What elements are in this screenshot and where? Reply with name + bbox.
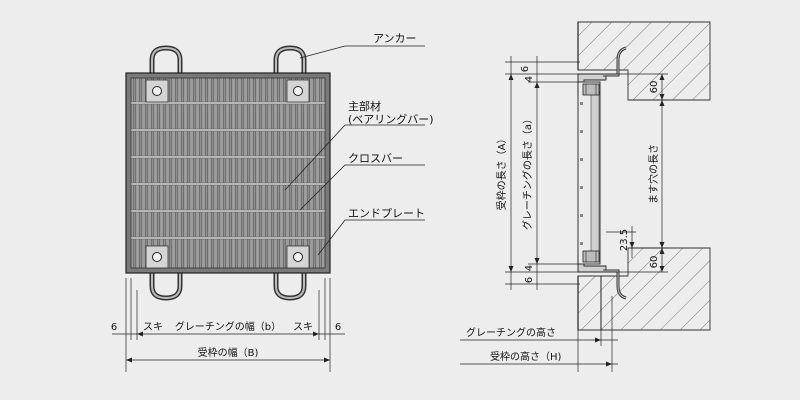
anchor-bottom-right-highlight [275,272,305,300]
dim-grating-width: グレーチングの幅（b） [175,320,281,333]
bearing-bar-section [590,91,600,255]
dim-top-6: 6 [520,66,531,72]
label-end-plate: エンドプレート [348,207,425,220]
label-main-member: 主部材 [348,99,381,113]
dim-clear-right: スキ [293,322,313,333]
dim-clear-left: スキ [143,322,163,333]
anchor-bottom-right [273,272,307,301]
dim-top-60: 60 [649,81,660,94]
dim-six-left: 6 [111,322,117,333]
plan-dimension-lines [112,278,345,372]
cross-bars [130,101,326,240]
section-dimension-lines [460,56,668,372]
label-anchor: アンカー [373,32,417,45]
grating-bars [130,77,326,269]
dim-frame-width: 受枠の幅（B) [198,346,259,359]
section-bolts [582,83,600,263]
dim-top-4: 4 [524,76,535,82]
dim-bottom-4: 4 [524,265,535,271]
anchor-top-right [273,45,307,74]
section-dimension-arrows [508,74,665,367]
label-main-member-sub: (ベアリングバー) [348,112,434,126]
dim-bottom-60: 60 [649,256,660,269]
dim-six-right: 6 [335,322,341,333]
plan-dimension-arrows [126,331,330,363]
anchor-top-right-highlight [275,46,305,74]
cross-bar-dots [580,102,583,245]
dim-pit-length: ます穴の長さ [647,144,660,204]
anchor-bottom-left [149,272,183,301]
anchor-bottom-left-highlight [151,272,181,300]
dim-grating-length: グレーチングの長さ（a） [521,114,534,230]
section-view [460,21,711,372]
label-cross-bar: クロスバー [348,152,403,165]
plan-view [112,45,425,372]
dim-frame-height: 受枠の高さ（H) [490,350,562,363]
dim-bottom-6: 6 [524,277,535,283]
anchor-top-left [149,45,183,74]
leader-lines [284,45,425,256]
dim-grating-height: グレーチングの高さ [466,326,556,339]
dim-frame-length: 受枠の長さ（A） [495,134,508,211]
dim-23-5: 23.5 [619,229,630,251]
corner-plates [145,79,310,269]
anchor-top-left-highlight [151,46,181,74]
